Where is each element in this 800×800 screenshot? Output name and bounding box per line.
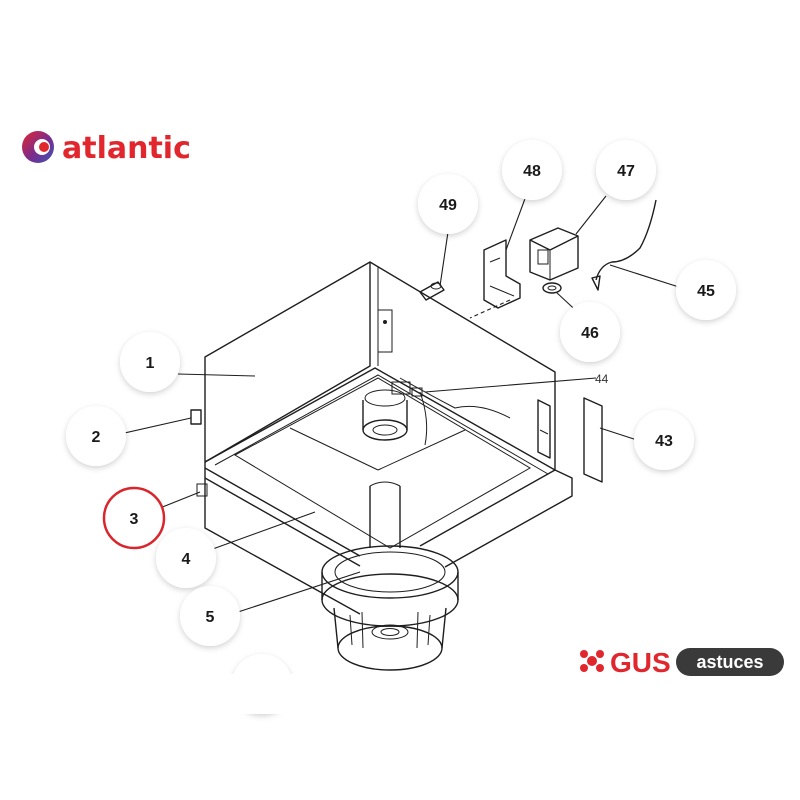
- callout-46: 46: [560, 302, 620, 362]
- callout-label-44: 44: [595, 372, 609, 386]
- callout-47: 47: [596, 140, 656, 200]
- part-48-drawing: [483, 239, 521, 309]
- fan-top-rim: [321, 545, 459, 599]
- part-3-marker: [196, 483, 208, 497]
- callout-label-45: 45: [697, 283, 715, 300]
- part-43-drawing: [583, 397, 603, 483]
- gus-flower-icon: [580, 650, 604, 672]
- callout-label-43: 43: [655, 433, 673, 450]
- part-47-drawing: [529, 227, 579, 281]
- callout-45: 45: [676, 260, 736, 320]
- housing-back-right-panel: [369, 261, 556, 470]
- callout-label-1: 1: [146, 355, 155, 372]
- astuces-wordmark: astuces: [696, 652, 763, 672]
- gus-astuces-logo: GUS astuces: [580, 647, 784, 678]
- callout-49: 49: [418, 174, 478, 234]
- callout-43: 43: [634, 410, 694, 470]
- callout-label-3: 3: [130, 511, 139, 528]
- callout-48: 48: [502, 140, 562, 200]
- callout-4: 4: [156, 528, 216, 588]
- housing-drawing: [190, 261, 573, 615]
- callout-label-49: 49: [439, 197, 457, 214]
- callout-1: 1: [120, 332, 180, 392]
- part-46-drawing: [542, 282, 562, 294]
- astuces-pill: [676, 648, 784, 676]
- callout-label-46: 46: [581, 325, 599, 342]
- tray-front-right-edge: [444, 469, 573, 568]
- gus-wordmark: GUS: [610, 647, 671, 678]
- tray-front-left-edge: [204, 462, 361, 615]
- callout-5: 5: [180, 586, 240, 646]
- callout-label-48: 48: [523, 163, 541, 180]
- callout-partial-bottom: [220, 654, 310, 714]
- part-45-drawing: [591, 199, 657, 291]
- part-49-drawing: [419, 281, 445, 301]
- callout-label-4: 4: [182, 551, 191, 568]
- callout-2: 2: [66, 406, 126, 466]
- callout-3-highlighted: 3: [102, 486, 166, 550]
- part-2-clip: [190, 409, 202, 425]
- highlight-ring: [102, 486, 166, 550]
- fan-drawing: [321, 545, 459, 671]
- atlantic-logo: atlantic: [22, 131, 191, 166]
- atlantic-wordmark: atlantic: [62, 131, 191, 166]
- callout-label-2: 2: [92, 429, 101, 446]
- atlantic-swirl-icon: [22, 131, 54, 163]
- callout-label-5: 5: [206, 609, 215, 626]
- callout-44: 44: [595, 372, 609, 386]
- callout-label-47: 47: [617, 163, 635, 180]
- housing-back-left-panel: [204, 261, 371, 463]
